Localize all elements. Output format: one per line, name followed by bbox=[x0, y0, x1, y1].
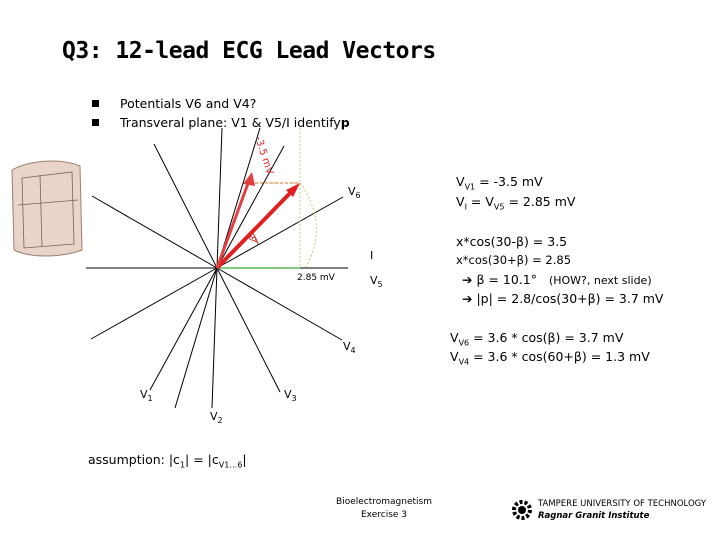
bullet-list: Potentials V6 and V4? Transveral plane: … bbox=[92, 94, 350, 132]
lead-axis-v1-lower bbox=[149, 267, 218, 391]
course-name: Bioelectromagnetism bbox=[336, 497, 432, 507]
tut-gear-logo-icon bbox=[512, 500, 532, 520]
equation-vi: VI = VV5 = 2.85 mV bbox=[456, 194, 576, 212]
p-vector bbox=[215, 183, 300, 270]
exercise-label: Exercise 3 bbox=[360, 510, 408, 520]
bullet-square-icon bbox=[92, 119, 99, 126]
equation-line6: |p| = 2.8/cos(30+β) = 3.7 mV bbox=[476, 291, 664, 306]
equation-beta: ➔ β = 10.1° (HOW?, next slide) bbox=[462, 270, 652, 290]
lead-label-v4: V4 bbox=[343, 340, 356, 356]
equation-line5-note: (HOW?, next slide) bbox=[548, 274, 652, 287]
beta-arc bbox=[251, 231, 259, 245]
bullet-text-2: Transveral plane: V1 & V5/I identify bbox=[120, 115, 341, 130]
bullet-item: Potentials V6 and V4? bbox=[92, 94, 350, 113]
lead-axis-v6-negative bbox=[90, 267, 218, 340]
lead-axis-v3 bbox=[216, 267, 281, 393]
footer-university: TAMPERE UNIVERSITY OF TECHNOLOGY Ragnar … bbox=[538, 498, 706, 522]
lead-axis-v2-negative bbox=[216, 127, 223, 269]
bullet-text-1: Potentials V6 and V4? bbox=[120, 96, 257, 111]
lead-axis-v6 bbox=[216, 196, 344, 269]
v1-projection-arrowhead bbox=[243, 172, 255, 186]
lead-axis-v3-negative bbox=[153, 143, 218, 269]
lead-label-v5: V5 bbox=[370, 274, 383, 290]
lead-label-i: I bbox=[370, 249, 374, 262]
lead-axis-upper-right bbox=[216, 145, 285, 269]
arrow-right-icon: ➔ bbox=[462, 272, 473, 287]
equation-vv4: VV4 = 3.6 * cos(60+β) = 1.3 mV bbox=[450, 349, 650, 367]
equation-line3: x*cos(30-β) = 3.5 bbox=[456, 234, 568, 249]
bullet-item: Transveral plane: V1 & V5/I identify p bbox=[92, 113, 350, 132]
v5-value-label: 2.85 mV bbox=[297, 273, 335, 283]
equation-magnitude: ➔ |p| = 2.8/cos(30+β) = 3.7 mV bbox=[462, 289, 663, 308]
lead-label-v6: V6 bbox=[348, 185, 361, 201]
v1-projection-vector bbox=[215, 177, 252, 269]
torso-cross-section-icon bbox=[11, 160, 83, 257]
bullet-square-icon bbox=[92, 100, 99, 107]
equation-line4: x*cos(30+β) = 2.85 bbox=[456, 253, 572, 267]
lead-label-v2: V2 bbox=[210, 410, 223, 426]
lead-label-v3: V3 bbox=[284, 388, 297, 404]
assumption-text: assumption: |c1| = |cV1…6| bbox=[88, 452, 247, 470]
lead-axis-v4-negative bbox=[91, 195, 218, 269]
lead-axis-v2 bbox=[211, 267, 218, 409]
lead-axis-v4 bbox=[216, 267, 343, 341]
footer-course: Bioelectromagnetism Exercise 3 bbox=[330, 496, 438, 522]
university-name: TAMPERE UNIVERSITY OF TECHNOLOGY bbox=[538, 499, 707, 509]
institute-name: Ragnar Granit Institute bbox=[538, 511, 650, 521]
equation-line5: β = 10.1° bbox=[476, 272, 537, 287]
equation-vv1: VV1 = -3.5 mV bbox=[456, 174, 543, 192]
lead-label-v1: V1 bbox=[140, 388, 153, 404]
equation-vv6: VV6 = 3.6 * cos(β) = 3.7 mV bbox=[450, 330, 624, 348]
lead-axis-v1 bbox=[174, 267, 218, 409]
arrow-right-icon: ➔ bbox=[462, 291, 473, 306]
bullet-p-symbol: p bbox=[340, 115, 350, 130]
slide-title: Q3: 12-lead ECG Lead Vectors bbox=[62, 38, 436, 64]
